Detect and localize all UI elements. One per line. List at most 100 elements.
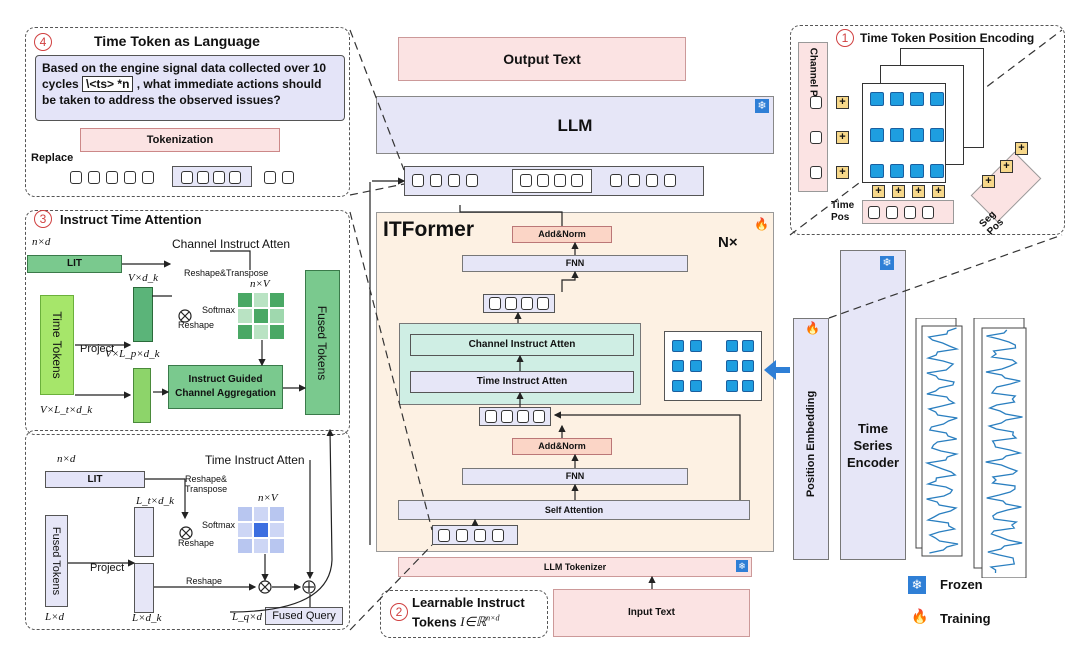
fused-tokens-label: Fused Tokens xyxy=(315,305,329,381)
token-square xyxy=(456,529,468,542)
token-square xyxy=(466,174,478,187)
time-token xyxy=(690,340,702,352)
tokens-word: Tokens xyxy=(412,614,457,630)
snowflake-icon-legend: ❄ xyxy=(908,576,926,594)
fused-query-box: Fused Query xyxy=(265,607,343,625)
token-square xyxy=(88,171,100,184)
attention-cell xyxy=(253,538,269,554)
attention-cell xyxy=(237,308,253,324)
plus-icon: + xyxy=(912,185,925,198)
time-token xyxy=(870,164,884,178)
vk-bar-bottom xyxy=(133,368,151,423)
attention-cell xyxy=(253,506,269,522)
time-token xyxy=(890,92,904,106)
time-pos-token xyxy=(886,206,898,219)
attention-cell xyxy=(237,292,253,308)
token-square xyxy=(501,410,513,423)
time-token xyxy=(910,92,924,106)
panel1-number: 1 xyxy=(836,29,854,47)
time-token xyxy=(726,360,738,372)
vxlxd-label: V×L_t×d_k xyxy=(40,404,93,416)
llm-box: LLM xyxy=(376,96,774,154)
token-square xyxy=(610,174,622,187)
token-square xyxy=(282,171,294,184)
token-square xyxy=(448,174,460,187)
time-token xyxy=(890,164,904,178)
time-token xyxy=(870,128,884,142)
tokens-math-base: I∈ℝ xyxy=(460,614,487,630)
token-square xyxy=(571,174,583,187)
token-square xyxy=(533,410,545,423)
fused-tokens-block xyxy=(305,270,340,415)
question-box: Based on the engine signal data collecte… xyxy=(35,55,345,121)
plus-icon: + xyxy=(836,166,849,179)
time-token xyxy=(690,380,702,392)
token-square xyxy=(106,171,118,184)
tokens-math: I∈ℝn×d xyxy=(460,614,499,629)
time-token xyxy=(930,128,944,142)
token-square xyxy=(438,529,450,542)
panel1-title: Time Token Position Encoding xyxy=(860,31,1035,45)
attention-cell xyxy=(237,522,253,538)
plus-icon: + xyxy=(836,96,849,109)
input-text-box: Input Text xyxy=(553,589,750,637)
panel2-number: 2 xyxy=(390,603,408,621)
channel-pos-token xyxy=(810,131,822,144)
time-token xyxy=(672,380,684,392)
time-token xyxy=(672,340,684,352)
token-square xyxy=(492,529,504,542)
question-text-post: , what immediate actions should be taken… xyxy=(42,77,322,107)
attention-cell xyxy=(253,324,269,340)
plus-icon: + xyxy=(892,185,905,198)
token-square xyxy=(664,174,676,187)
fnn-bottom: FNN xyxy=(462,468,688,485)
position-embedding-label: Position Embedding xyxy=(805,390,817,498)
vk-bar-top xyxy=(133,287,153,342)
flame-icon-itformer: 🔥 xyxy=(754,217,769,231)
plus-icon: + xyxy=(932,185,945,198)
tokens-math-sup: n×d xyxy=(486,614,500,623)
panel3-title: Instruct Time Attention xyxy=(60,212,202,227)
attention-cell xyxy=(269,506,285,522)
flame-icon-legend: 🔥 xyxy=(911,608,929,624)
igca-box: Instruct Guided Channel Aggregation xyxy=(168,365,283,409)
lk-bar-top xyxy=(134,507,154,557)
reshape-transpose-label: Reshape&Transpose xyxy=(184,268,269,278)
time-nxd-label: n×d xyxy=(57,453,76,465)
vxdk-label: V×d_k xyxy=(128,272,159,284)
lit-box-2: LIT xyxy=(45,471,145,488)
attention-cell xyxy=(237,506,253,522)
token-square xyxy=(264,171,276,184)
token-square xyxy=(489,297,501,310)
fused-tokens-label-2: Fused Tokens xyxy=(50,526,62,596)
token-square xyxy=(646,174,658,187)
time-token xyxy=(742,340,754,352)
project-label-2: Project xyxy=(90,562,125,574)
legend-frozen: Frozen xyxy=(940,577,983,592)
token-square xyxy=(430,174,442,187)
token-square xyxy=(554,174,566,187)
nxv-label-2: n×V xyxy=(258,492,278,504)
attention-cell xyxy=(269,308,285,324)
time-token xyxy=(870,92,884,106)
time-token xyxy=(742,380,754,392)
itformer-title: ITFormer xyxy=(383,218,475,241)
encoder-block xyxy=(840,250,906,560)
token-square xyxy=(537,297,549,310)
token-square xyxy=(485,410,497,423)
time-pos-label: Time Pos xyxy=(831,200,855,223)
time-tokens-label: Time Tokens xyxy=(50,311,64,379)
token-square xyxy=(213,171,225,184)
snowflake-icon-llm: ❄ xyxy=(755,99,769,113)
project-label: Project xyxy=(80,343,115,355)
add-norm-top: Add&Norm xyxy=(512,226,612,243)
fnn-top: FNN xyxy=(462,255,688,272)
attention-cell xyxy=(237,324,253,340)
attention-cell xyxy=(253,308,269,324)
softmax-label: Softmax xyxy=(202,305,236,315)
time-token xyxy=(910,128,924,142)
nxv-label: n×V xyxy=(250,278,270,290)
time-instruct-atten-label: Time Instruct Atten xyxy=(205,453,305,467)
reshape-label: Reshape xyxy=(178,320,215,330)
attention-cell xyxy=(237,538,253,554)
